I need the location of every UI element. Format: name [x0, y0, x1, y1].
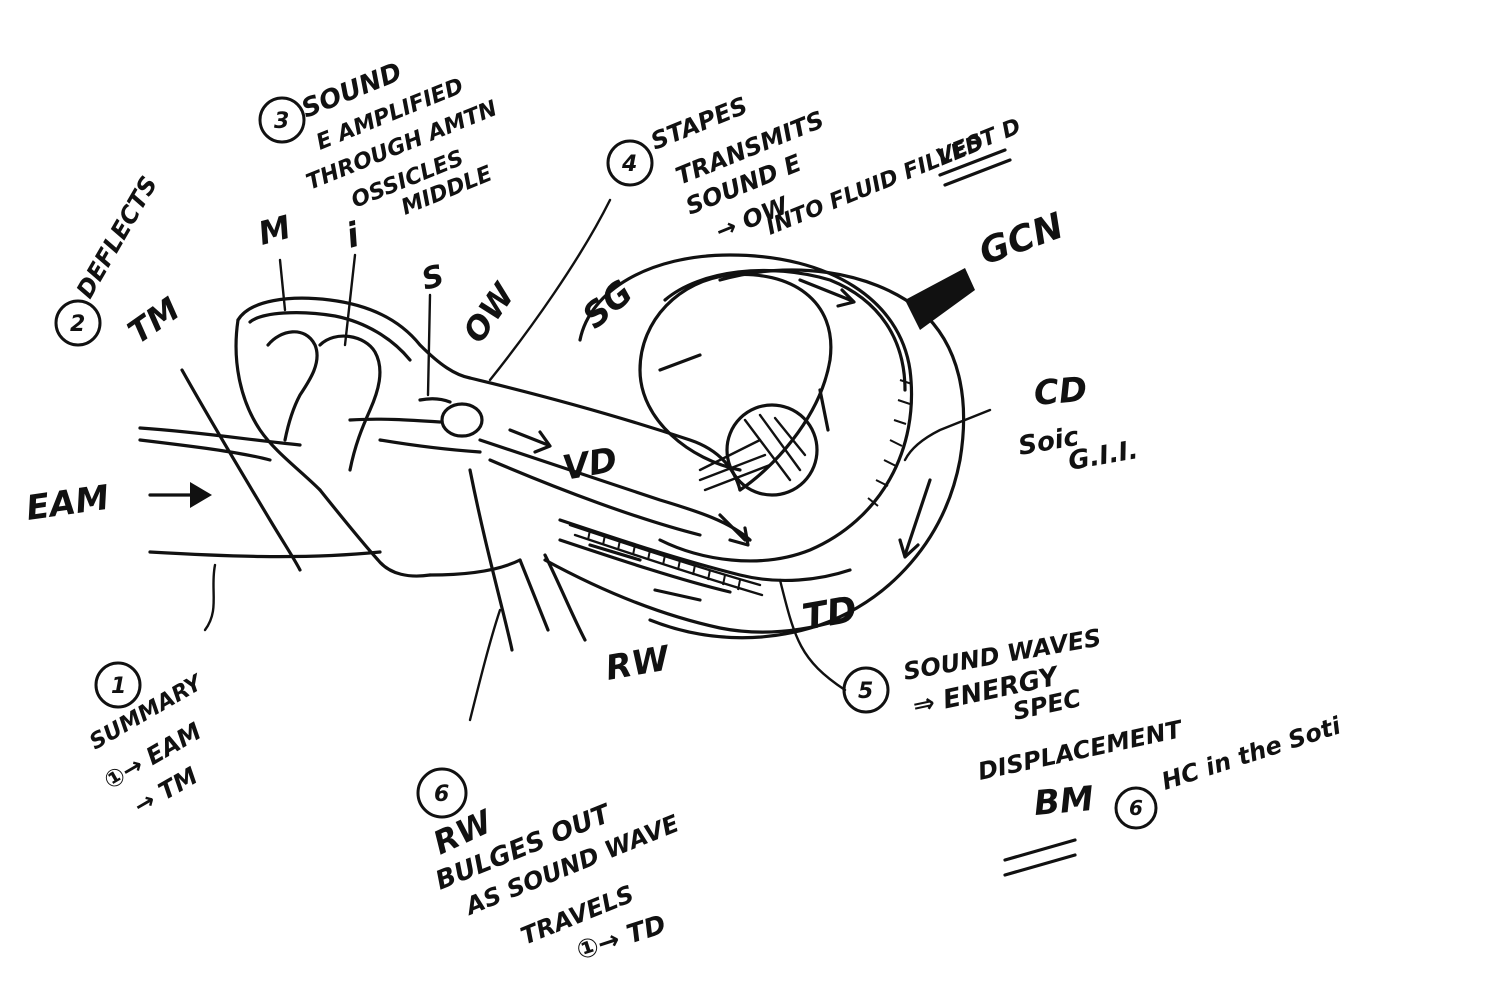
label-i: i [342, 215, 365, 257]
label-cd: CD [1032, 369, 1088, 413]
step-6-number: 6 [434, 782, 449, 807]
step-6-note: RW BULGES OUT AS SOUND WAVE TRAVELS ①→ T… [427, 798, 683, 966]
step-1-number: 1 [111, 674, 126, 699]
label-eam: EAM [24, 478, 112, 529]
step-2-line-1: DEFLECTS [71, 172, 163, 303]
label-td: TD [799, 589, 860, 639]
step-hc-number: 6 [1129, 796, 1143, 820]
step-hc-line-1: HC in the Soti [1158, 711, 1345, 795]
label-vd: VD [560, 440, 621, 489]
step-hc-note: HC in the Soti [1158, 711, 1345, 795]
label-ow: OW [455, 275, 523, 349]
step-5-line-4: DISPLACEMENT [975, 715, 1185, 786]
label-rw: RW [603, 638, 674, 689]
step-4-number: 4 [621, 152, 637, 177]
external-auditory-meatus [140, 370, 380, 570]
middle-ear-cavity [236, 298, 585, 650]
step-2-note: DEFLECTS [71, 172, 163, 303]
step-5-note: SOUND WAVES ⇒ ENERGY SPEC DISPLACEMENT B… [901, 624, 1186, 824]
step-2-number: 2 [70, 312, 85, 337]
step-3-note: SOUND E AMPLIFIED THROUGH AMTN OSSICLES … [297, 57, 500, 220]
step-1-note: SUMMARY ①→ EAM → TM [86, 670, 209, 820]
label-s: S [418, 258, 448, 297]
label-m: M [254, 208, 295, 253]
step-4-note: STAPES TRANSMITS SOUND E → OW INTO FLUID… [647, 92, 1025, 246]
cochlear-nerve-bundle [905, 268, 975, 330]
label-gcn: GCN [974, 205, 1069, 273]
step-5-number: 5 [858, 679, 873, 704]
label-tm: TM [121, 290, 187, 352]
step-5-line-5: BM [1032, 779, 1095, 824]
step-3-number: 3 [274, 109, 289, 134]
sound-flow-arrows [150, 280, 1075, 875]
step-4-line-6: VEST D [933, 114, 1025, 170]
